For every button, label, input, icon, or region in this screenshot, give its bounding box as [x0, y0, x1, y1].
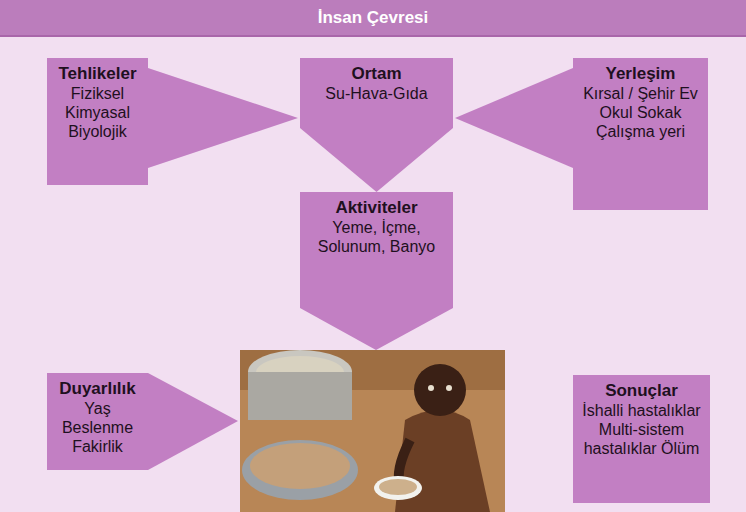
- bucket-side: [248, 372, 352, 420]
- box-heading: Duyarlılık: [52, 379, 143, 399]
- box-body: Su-Hava-Gıda: [305, 84, 448, 103]
- block-arrow: [455, 68, 573, 168]
- box-heading: Sonuçlar: [578, 381, 705, 401]
- box-heading: Yerleşim: [578, 64, 703, 84]
- box-body: İshalli hastalıklar Multi-sistem hastalı…: [578, 401, 705, 458]
- child-eye: [446, 385, 452, 391]
- bowl: [242, 440, 358, 500]
- process-box: DuyarlılıkYaş Beslenme Fakirlik: [47, 373, 148, 470]
- block-arrow: [300, 128, 453, 192]
- box-heading: Aktiviteler: [305, 198, 448, 218]
- box-heading: Tehlikeler: [52, 64, 143, 84]
- process-box: Sonuçlarİshalli hastalıklar Multi-sistem…: [573, 375, 710, 503]
- block-arrow: [300, 308, 453, 350]
- title-band: İnsan Çevresi: [0, 0, 746, 37]
- box-body: Fiziksel Kimyasal Biyolojik: [52, 84, 143, 141]
- process-box: TehlikelerFiziksel Kimyasal Biyolojik: [47, 58, 148, 185]
- block-arrow: [148, 373, 238, 470]
- box-body: Yaş Beslenme Fakirlik: [52, 399, 143, 456]
- bowl-water: [250, 443, 350, 489]
- box-body: Kırsal / Şehir Ev Okul Sokak Çalışma yer…: [578, 84, 703, 141]
- process-box: AktivitelerYeme, İçme, Solunum, Banyo: [300, 192, 453, 308]
- process-box: YerleşimKırsal / Şehir Ev Okul Sokak Çal…: [573, 58, 708, 210]
- box-body: Yeme, İçme, Solunum, Banyo: [305, 218, 448, 256]
- block-arrow: [148, 68, 298, 168]
- process-box: OrtamSu-Hava-Gıda: [300, 58, 453, 128]
- child-head: [414, 364, 466, 416]
- cup-liquid: [379, 479, 417, 495]
- photo-ground: [240, 350, 505, 512]
- photo: [240, 350, 505, 512]
- cup: [374, 476, 422, 500]
- title-text: İnsan Çevresi: [318, 8, 429, 28]
- box-heading: Ortam: [305, 64, 448, 84]
- child-eye: [428, 385, 434, 391]
